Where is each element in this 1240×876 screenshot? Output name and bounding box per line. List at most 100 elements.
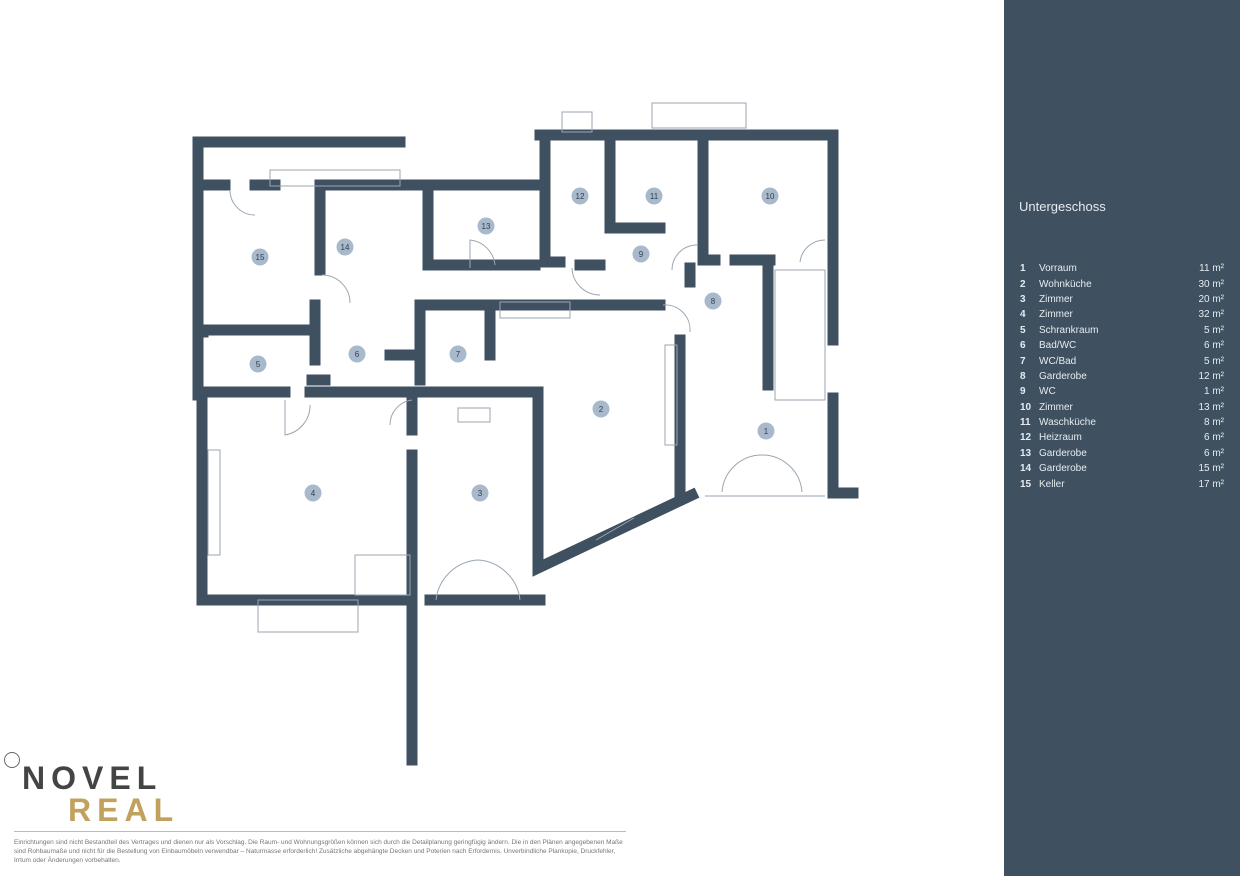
room-marker xyxy=(761,187,779,205)
room-area: 1 m² xyxy=(1204,386,1224,398)
room-marker xyxy=(704,292,722,310)
room-name: Zimmer xyxy=(1039,309,1073,321)
room-area: 6 m² xyxy=(1204,447,1224,459)
room-row: 10 Zimmer 13 m² xyxy=(1020,400,1224,415)
room-marker xyxy=(477,217,495,235)
room-name: Garderobe xyxy=(1039,447,1087,459)
logo-line2: REAL xyxy=(68,792,180,828)
room-number: 4 xyxy=(1020,309,1026,321)
room-marker xyxy=(251,248,269,266)
room-row: 6 Bad/WC 6 m² xyxy=(1020,338,1224,353)
room-marker-label: 6 xyxy=(355,350,360,359)
floor-title: Untergeschoss xyxy=(1019,199,1106,214)
room-marker xyxy=(471,484,489,502)
room-row: 8 Garderobe 12 m² xyxy=(1020,369,1224,384)
room-number: 15 xyxy=(1020,478,1032,490)
room-area: 15 m² xyxy=(1198,463,1224,475)
room-number: 8 xyxy=(1020,370,1026,382)
room-number: 7 xyxy=(1020,355,1026,367)
room-marker-label: 1 xyxy=(764,427,769,436)
room-area: 30 m² xyxy=(1198,278,1224,290)
room-number: 5 xyxy=(1020,324,1026,336)
room-area: 12 m² xyxy=(1198,370,1224,382)
room-area: 6 m² xyxy=(1204,432,1224,444)
room-number: 10 xyxy=(1020,401,1032,413)
room-marker-label: 11 xyxy=(650,192,659,201)
room-number: 2 xyxy=(1020,278,1026,290)
room-name: Garderobe xyxy=(1039,370,1087,382)
room-name: Waschküche xyxy=(1039,417,1096,429)
room-number: 14 xyxy=(1020,463,1032,475)
room-row: 7 WC/Bad 5 m² xyxy=(1020,353,1224,368)
north-arrow-icon xyxy=(4,752,20,768)
room-name: Bad/WC xyxy=(1039,340,1077,352)
room-area: 8 m² xyxy=(1204,417,1224,429)
room-name: Wohnküche xyxy=(1039,278,1092,290)
room-name: Heizraum xyxy=(1039,432,1082,444)
room-row: 2 Wohnküche 30 m² xyxy=(1020,276,1224,291)
room-marker-label: 2 xyxy=(599,405,604,414)
room-number: 9 xyxy=(1020,386,1026,398)
room-marker-label: 10 xyxy=(766,192,775,201)
room-row: 11 Waschküche 8 m² xyxy=(1020,415,1224,430)
logo-line1: NOVEL xyxy=(22,760,163,796)
novel-real-logo: NOVEL REAL xyxy=(22,762,179,826)
room-row: 15 Keller 17 m² xyxy=(1020,476,1224,491)
room-area: 13 m² xyxy=(1198,401,1224,413)
room-number: 11 xyxy=(1020,417,1031,429)
room-area: 17 m² xyxy=(1198,478,1224,490)
room-area: 5 m² xyxy=(1204,324,1224,336)
room-marker xyxy=(592,400,610,418)
room-number: 1 xyxy=(1020,263,1026,275)
room-name: Keller xyxy=(1039,478,1065,490)
room-name: Zimmer xyxy=(1039,401,1073,413)
room-marker xyxy=(571,187,589,205)
room-marker-label: 8 xyxy=(711,297,716,306)
room-marker-label: 4 xyxy=(311,489,316,498)
room-name: Zimmer xyxy=(1039,293,1073,305)
room-row: 13 Garderobe 6 m² xyxy=(1020,446,1224,461)
fixtures xyxy=(207,102,826,633)
room-marker-label: 12 xyxy=(576,192,585,201)
room-marker xyxy=(336,238,354,256)
room-marker-label: 14 xyxy=(341,243,350,252)
room-area: 32 m² xyxy=(1198,309,1224,321)
room-marker xyxy=(348,345,366,363)
room-name: WC/Bad xyxy=(1039,355,1077,367)
room-row: 12 Heizraum 6 m² xyxy=(1020,430,1224,445)
room-marker xyxy=(449,345,467,363)
room-row: 9 WC 1 m² xyxy=(1020,384,1224,399)
room-number: 12 xyxy=(1020,432,1032,444)
walls xyxy=(192,129,859,766)
room-marker-label: 3 xyxy=(478,489,483,498)
disclaimer: Einrichtungen sind nicht Bestandteil des… xyxy=(14,839,623,864)
room-marker-label: 7 xyxy=(456,350,461,359)
room-marker xyxy=(632,245,650,263)
room-marker-label: 13 xyxy=(482,222,491,231)
room-row: 14 Garderobe 15 m² xyxy=(1020,461,1224,476)
room-number: 6 xyxy=(1020,340,1026,352)
room-number: 13 xyxy=(1020,447,1032,459)
room-marker xyxy=(304,484,322,502)
room-marker xyxy=(249,355,267,373)
room-name: Garderobe xyxy=(1039,463,1087,475)
room-name: Schrankraum xyxy=(1039,324,1099,336)
room-area: 6 m² xyxy=(1204,340,1224,352)
room-area: 5 m² xyxy=(1204,355,1224,367)
room-name: WC xyxy=(1039,386,1056,398)
room-marker-label: 5 xyxy=(256,360,261,369)
room-row: 5 Schrankraum 5 m² xyxy=(1020,323,1224,338)
room-area: 20 m² xyxy=(1198,293,1224,305)
room-marker xyxy=(757,422,775,440)
footer-divider xyxy=(14,831,626,832)
room-marker xyxy=(645,187,663,205)
room-marker-label: 9 xyxy=(639,250,644,259)
room-area: 11 m² xyxy=(1199,263,1224,275)
room-row: 4 Zimmer 32 m² xyxy=(1020,307,1224,322)
room-marker-label: 15 xyxy=(256,253,265,262)
